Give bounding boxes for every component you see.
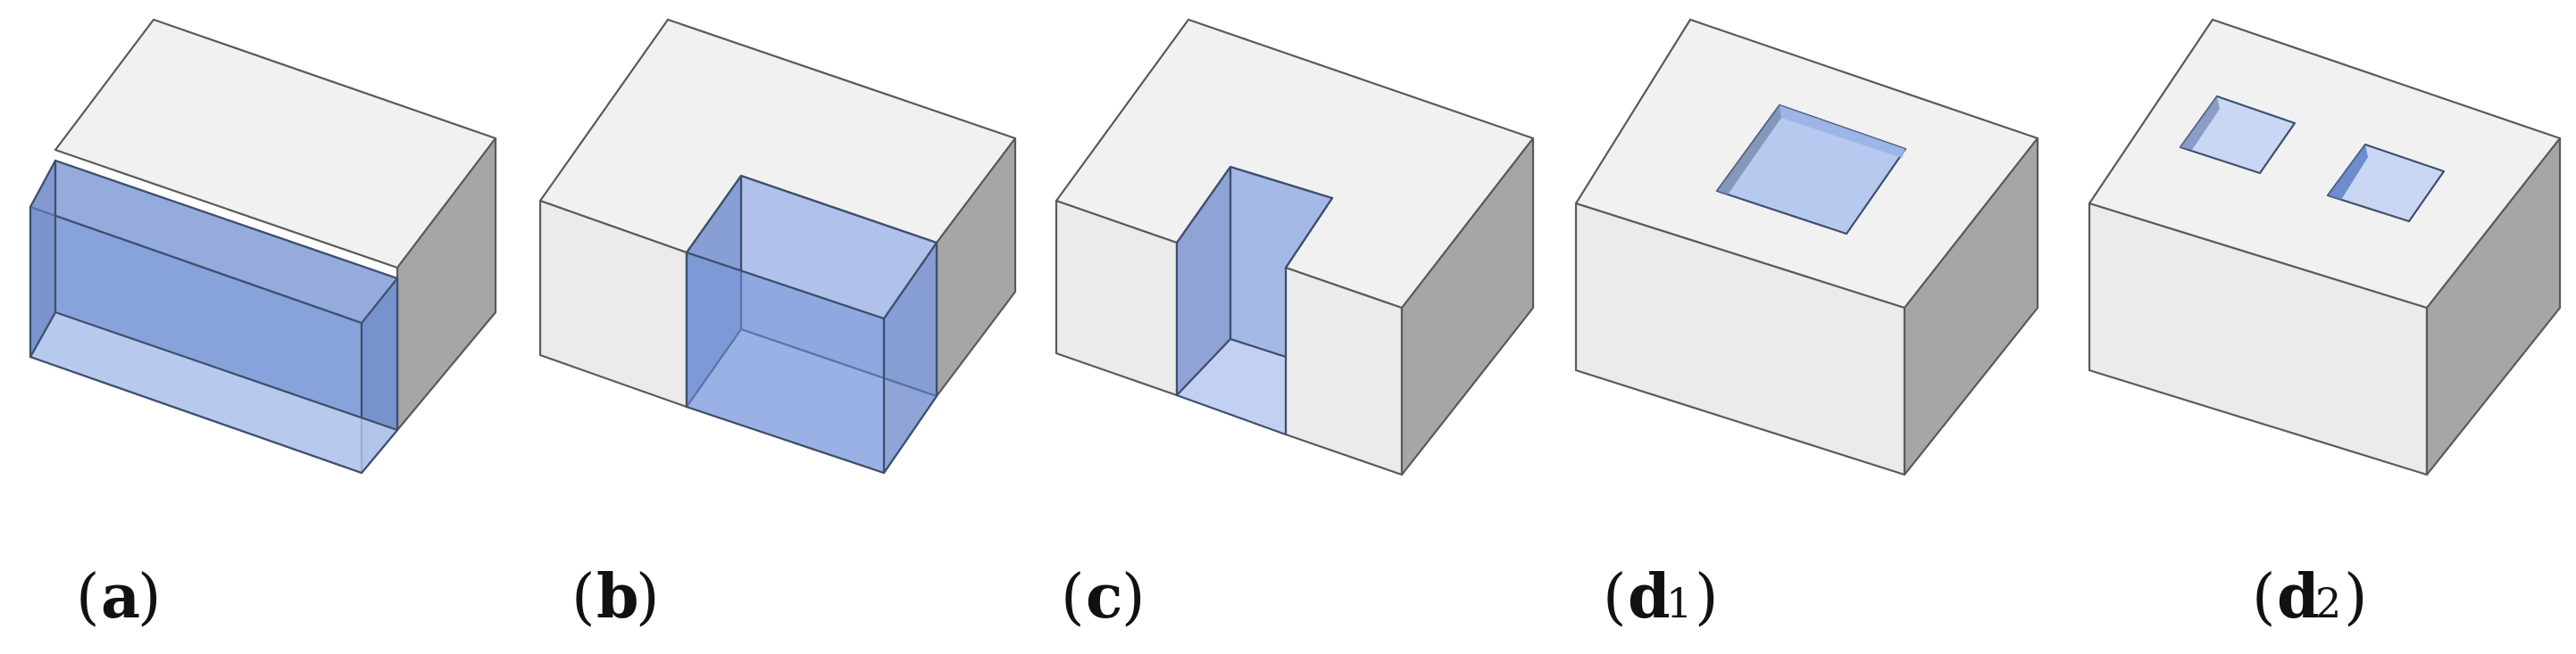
panel-d2-hole-1-left-wall — [2180, 96, 2220, 150]
caption-d2-subscript: 2 — [2315, 579, 2341, 627]
panel-d2-hole-2-left-wall — [2328, 145, 2368, 200]
caption-d1-letter: d — [1628, 561, 1671, 633]
svg-text:(: ( — [571, 562, 596, 633]
svg-text:(: ( — [1603, 562, 1627, 633]
caption-b-letter: b — [596, 561, 639, 633]
svg-text:(: ( — [2252, 562, 2276, 633]
caption-a-letter: a — [101, 561, 140, 633]
caption-a: ( a ) — [76, 561, 162, 633]
caption-d1-subscript: 1 — [1666, 579, 1692, 627]
panel-d1-hole-back-wall — [1780, 105, 1905, 158]
panel-d2-side-face — [2425, 137, 2562, 476]
svg-text:): ) — [636, 562, 660, 633]
caption-c-letter: c — [1086, 561, 1122, 633]
panel-d1-hole-left-wall — [1717, 105, 1781, 195]
panel-c-drawing — [1055, 18, 1535, 476]
panel-d1-drawing — [1574, 18, 2039, 476]
svg-text:(: ( — [76, 562, 100, 633]
svg-text:): ) — [2344, 562, 2368, 633]
caption-d2: ( d 2 ) — [2252, 561, 2368, 633]
svg-text:): ) — [138, 562, 162, 633]
svg-text:): ) — [1121, 562, 1146, 633]
panel-d1-side-face — [1903, 137, 2039, 476]
caption-c: ( c ) — [1061, 561, 1146, 633]
panel-c-void-rim — [1176, 165, 1334, 269]
panel-c-side-face — [1400, 137, 1535, 476]
panel-b-void-top-rim — [686, 174, 938, 320]
caption-d2-letter: d — [2277, 561, 2320, 633]
caption-d1: ( d 1 ) — [1603, 561, 1719, 633]
panel-a-drawing — [29, 18, 497, 475]
panel-d2-drawing — [2088, 18, 2562, 476]
svg-text:): ) — [1695, 562, 1719, 633]
panel-c-void-floor — [1175, 337, 1288, 436]
caption-b: ( b ) — [571, 561, 660, 633]
panel-b-drawing — [538, 18, 1017, 475]
panel-a-void-left — [29, 159, 57, 359]
svg-text:(: ( — [1061, 562, 1085, 633]
